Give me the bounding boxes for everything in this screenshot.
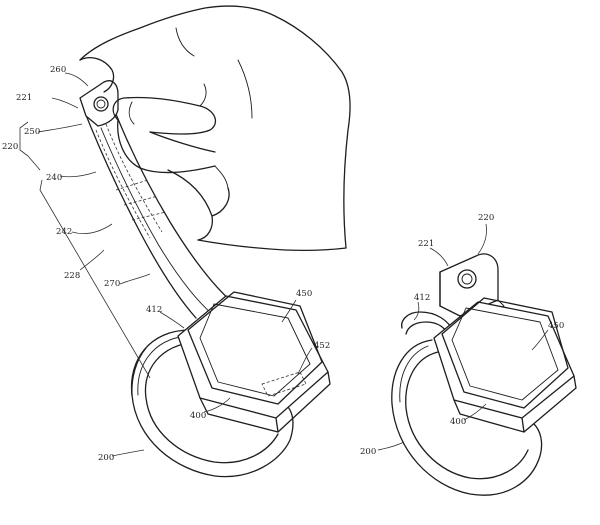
left-view: 260 221 250 220 240 242 228 270 412 450 … <box>2 5 351 478</box>
label-452: 452 <box>314 341 330 351</box>
label-450-right: 450 <box>548 321 564 331</box>
watch-housing-right <box>433 297 577 433</box>
label-240: 240 <box>46 173 62 183</box>
label-400-right: 400 <box>450 417 466 427</box>
band-loop-right <box>391 339 543 496</box>
watch-housing-left <box>177 291 331 433</box>
right-leaders <box>377 223 549 451</box>
label-450: 450 <box>296 289 312 299</box>
label-412-right: 412 <box>414 293 430 303</box>
hand-drawing <box>79 5 351 252</box>
label-221-right: 221 <box>418 239 434 249</box>
label-250: 250 <box>24 127 40 137</box>
label-270: 270 <box>104 279 120 289</box>
label-242: 242 <box>56 227 72 237</box>
label-200: 200 <box>98 453 114 463</box>
label-400: 400 <box>190 411 206 421</box>
label-228: 228 <box>64 271 80 281</box>
label-220-right: 220 <box>478 213 494 223</box>
strap-228 <box>85 103 233 319</box>
band-tab-221 <box>79 80 119 127</box>
band-loop-left <box>130 329 294 478</box>
label-220: 220 <box>2 142 18 152</box>
label-200-right: 200 <box>360 447 376 457</box>
right-view: 220 221 412 450 400 200 <box>360 213 577 496</box>
label-412: 412 <box>146 305 162 315</box>
label-260: 260 <box>50 65 66 75</box>
label-221: 221 <box>16 93 32 103</box>
left-leaders <box>19 72 313 457</box>
